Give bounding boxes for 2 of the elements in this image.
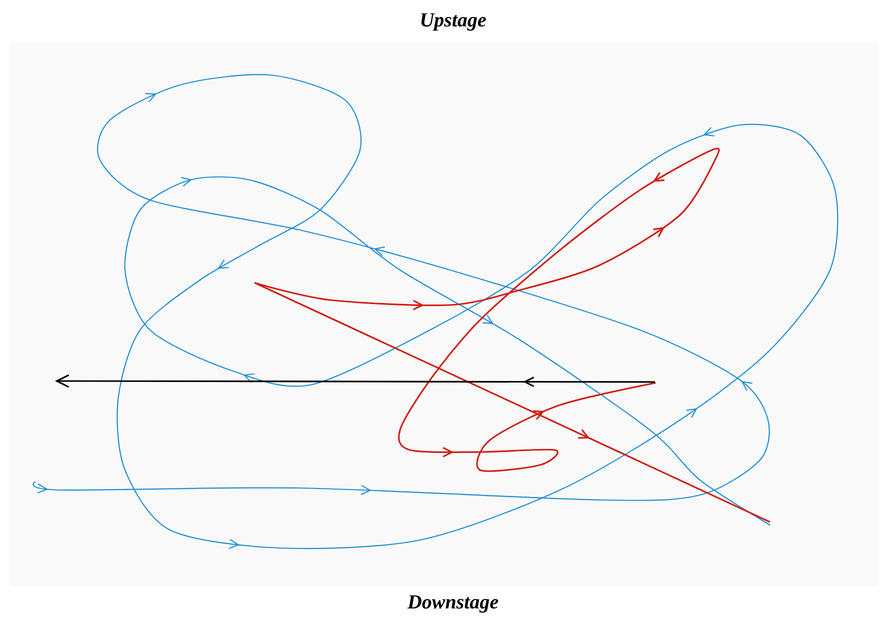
stage-side-label: Upstage [421,13,486,31]
stage-side-label: Downstage [407,595,498,613]
